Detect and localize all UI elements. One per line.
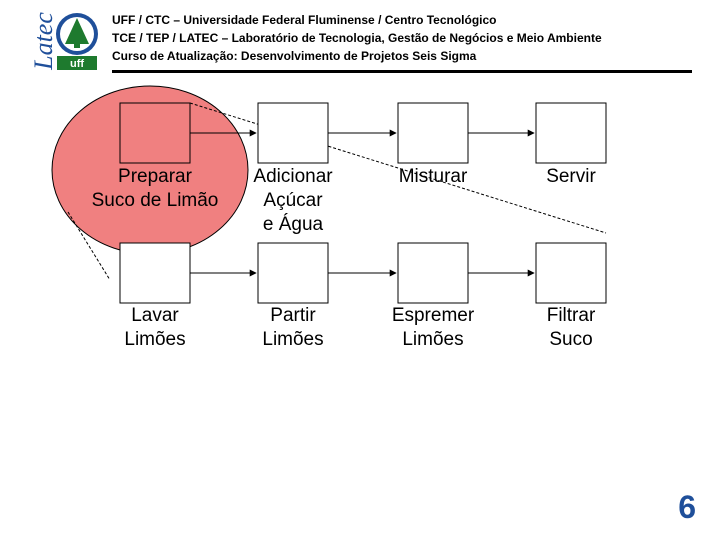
header-line-2: TCE / TEP / LATEC – Laboratório de Tecno… xyxy=(112,31,602,45)
bottom-step-label-1: Lavar Limões xyxy=(124,304,185,352)
bottom-step-4-line-2: Suco xyxy=(549,329,593,350)
top-step-label-2: Adicionar Açúcar e Água xyxy=(253,165,332,237)
bottom-step-1-line-1: Lavar xyxy=(131,305,179,326)
step-box-misturar xyxy=(397,102,469,164)
step-box-filtrar-suco xyxy=(535,242,607,304)
header-divider xyxy=(112,70,692,73)
bottom-step-label-4: Filtrar Suco xyxy=(547,304,596,352)
top-step-2-line-2: Açúcar xyxy=(263,190,323,211)
bottom-step-2-line-1: Partir xyxy=(270,305,316,326)
step-box-espremer-limoes xyxy=(397,242,469,304)
step-box-lavar-limoes xyxy=(119,242,191,304)
uff-emblem-label: uff xyxy=(70,58,84,70)
bottom-step-label-3: Espremer Limões xyxy=(392,304,474,352)
expansion-line-left xyxy=(67,211,111,281)
top-step-3-line-1: Misturar xyxy=(398,166,468,187)
header-line-3: Curso de Atualização: Desenvolvimento de… xyxy=(112,49,477,63)
step-box-servir xyxy=(535,102,607,164)
bottom-step-3-line-1: Espremer xyxy=(391,305,475,326)
top-step-2-line-3: e Água xyxy=(262,214,324,235)
bottom-step-1-line-2: Limões xyxy=(124,329,186,350)
header-line-1: UFF / CTC – Universidade Federal Flumine… xyxy=(112,13,497,27)
top-step-2-line-1: Adicionar xyxy=(253,166,333,187)
top-step-label-4: Servir xyxy=(546,165,596,189)
page-header: UFF / CTC – Universidade Federal Flumine… xyxy=(112,11,712,65)
bottom-step-3-line-2: Limões xyxy=(402,329,464,350)
bottom-step-4-line-1: Filtrar xyxy=(546,305,596,326)
step-box-adicionar-acucar xyxy=(257,102,329,164)
step-box-partir-limoes xyxy=(257,242,329,304)
page-number: 6 xyxy=(678,489,696,525)
top-step-1-line-2: Suco de Limão xyxy=(91,190,219,211)
top-step-1-line-1: Preparar xyxy=(118,166,192,187)
top-step-label-1: Preparar Suco de Limão xyxy=(92,165,219,213)
top-step-4-line-1: Servir xyxy=(546,166,596,187)
top-step-label-3: Misturar xyxy=(399,165,468,189)
bottom-step-2-line-2: Limões xyxy=(262,329,324,350)
bottom-step-label-2: Partir Limões xyxy=(262,304,323,352)
uff-emblem-icon: uff xyxy=(56,13,98,70)
